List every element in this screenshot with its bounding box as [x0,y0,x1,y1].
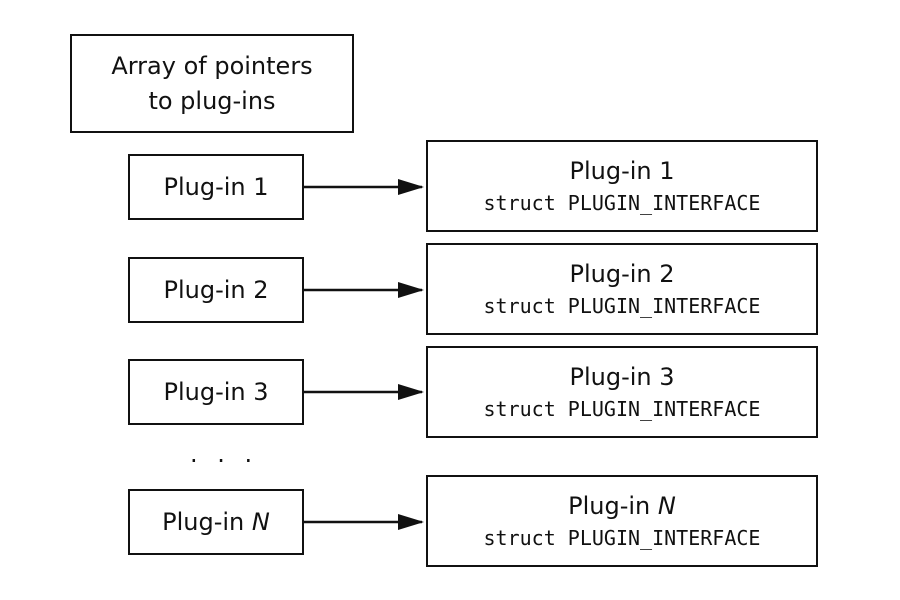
arrowhead-2 [398,282,424,298]
pointer-label-n: Plug-in N [162,508,270,536]
ellipsis: . . . [190,440,259,468]
arrowhead-3 [398,384,424,400]
struct-code-1: struct PLUGIN_INTERFACE [483,191,761,215]
struct-title-n: Plug-in N [568,490,676,522]
pointer-label-n-prefix: Plug-in [162,508,252,536]
pointer-label-1: Plug-in 1 [163,173,269,201]
struct-box-2: Plug-in 2 struct PLUGIN_INTERFACE [426,243,818,335]
arrowhead-1 [398,179,424,195]
struct-box-1: Plug-in 1 struct PLUGIN_INTERFACE [426,140,818,232]
array-of-pointers-box: Array of pointers to plug-ins [70,34,354,133]
struct-title-n-prefix: Plug-in [568,492,658,520]
struct-box-n: Plug-in N struct PLUGIN_INTERFACE [426,475,818,567]
struct-title-1: Plug-in 1 [569,157,675,185]
arrow-n [304,514,424,530]
arrowhead-n [398,514,424,530]
struct-code-3: struct PLUGIN_INTERFACE [483,397,761,421]
pointer-label-2: Plug-in 2 [163,276,269,304]
pointer-label-n-variable: N [251,508,270,536]
pointer-box-2: Plug-in 2 [128,257,304,323]
pointer-box-n: Plug-in N [128,489,304,555]
pointer-box-1: Plug-in 1 [128,154,304,220]
arrow-3 [304,384,424,400]
arrow-2 [304,282,424,298]
struct-code-n: struct PLUGIN_INTERFACE [483,526,761,550]
array-title-line1: Array of pointers [111,51,313,80]
arrow-1 [304,179,424,195]
struct-code-2: struct PLUGIN_INTERFACE [483,294,761,318]
struct-title-3: Plug-in 3 [569,363,675,391]
array-title-line2: to plug-ins [148,86,276,115]
struct-title-n-variable: N [657,492,676,520]
pointer-label-3: Plug-in 3 [163,378,269,406]
pointer-box-3: Plug-in 3 [128,359,304,425]
struct-title-2: Plug-in 2 [569,260,675,288]
struct-box-3: Plug-in 3 struct PLUGIN_INTERFACE [426,346,818,438]
